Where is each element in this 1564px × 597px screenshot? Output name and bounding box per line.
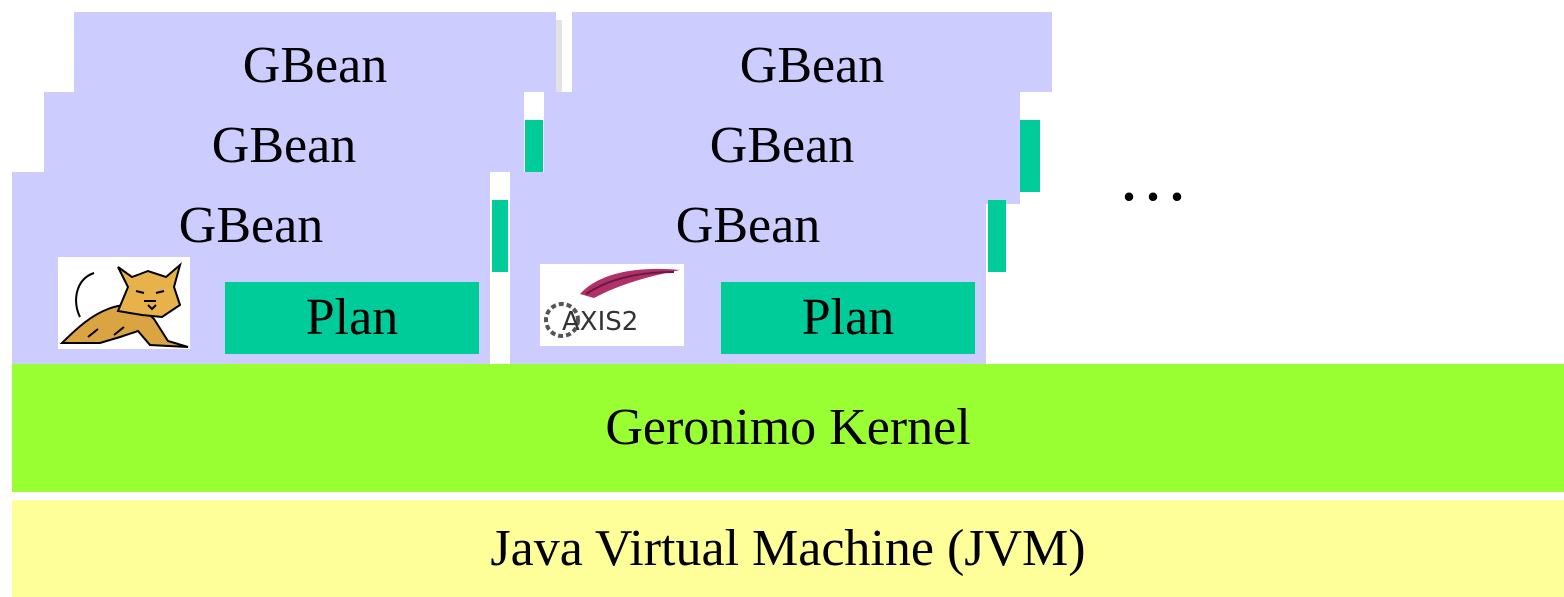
jvm-layer: Java Virtual Machine (JVM): [12, 500, 1564, 597]
plan-box: Plan: [721, 282, 975, 354]
gbean-label: GBean: [709, 117, 855, 174]
svg-text:AXIS2: AXIS2: [562, 307, 638, 337]
geronimo-kernel-layer: Geronimo Kernel: [12, 364, 1564, 492]
gbean-box-front-top: [510, 172, 980, 212]
gbean-box-back: [74, 12, 556, 92]
gbean-label: GBean: [242, 37, 388, 94]
gbean-box-back: [572, 12, 1052, 92]
axis2-logo-icon: AXIS2: [540, 264, 684, 346]
plan-connector: [1020, 120, 1040, 192]
tomcat-logo-icon: [58, 257, 190, 349]
gbean-label: GBean: [178, 197, 324, 254]
more-stacks-ellipsis: ...: [1120, 136, 1192, 216]
plan-connector: [525, 120, 543, 172]
plan-connector: [492, 200, 508, 272]
plan-connector: [988, 200, 1006, 272]
gbean-box-middle: [44, 92, 524, 172]
gbean-label: GBean: [675, 197, 821, 254]
gbean-label: GBean: [211, 117, 357, 174]
plan-box: Plan: [225, 282, 479, 354]
gbean-label: GBean: [739, 37, 885, 94]
